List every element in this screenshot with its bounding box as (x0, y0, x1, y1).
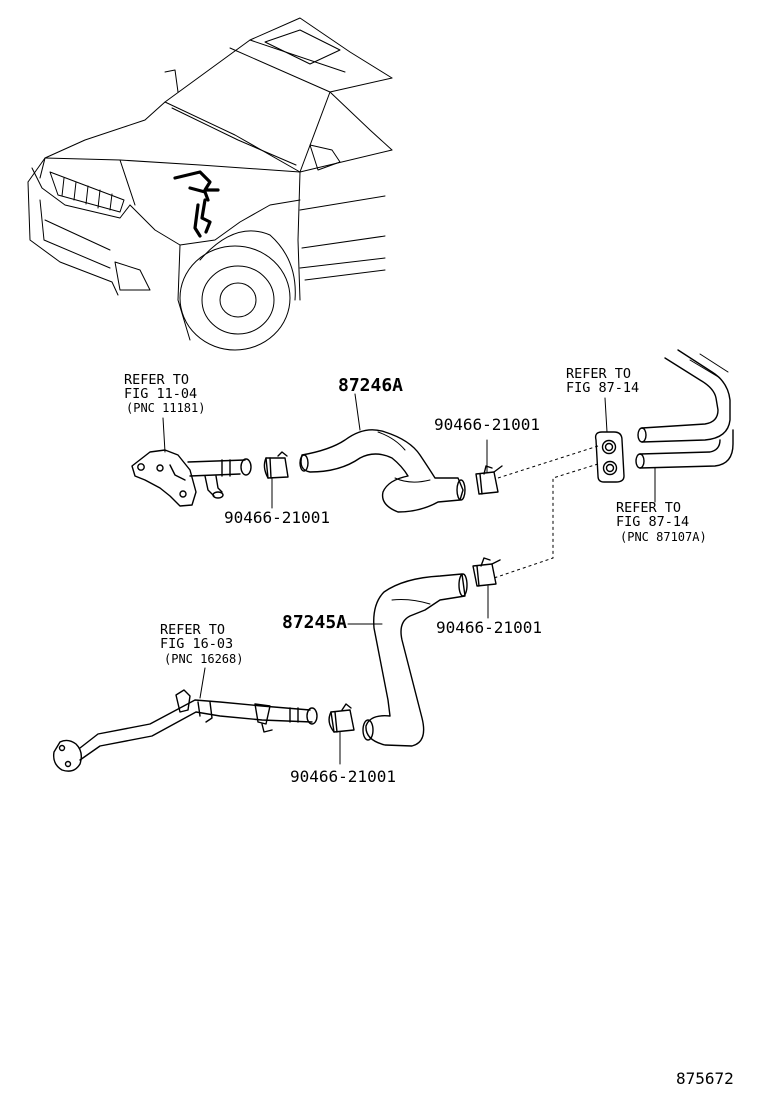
heater-grommet (594, 431, 625, 483)
ref-1603-line3: (PNC 16268) (164, 652, 243, 666)
part-number-clamp-lower-right[interactable]: 90466-21001 (436, 618, 542, 637)
ref-1603-line2: FIG 16-03 (160, 636, 233, 652)
part-number-clamp-upper-left[interactable]: 90466-21001 (224, 508, 330, 527)
ref-1104-line3: (PNC 11181) (126, 401, 205, 415)
part-number-87246a[interactable]: 87246A (338, 375, 403, 396)
ref-1104-line1: REFER TO (124, 372, 189, 388)
part-number-87245a[interactable]: 87245A (282, 612, 347, 633)
ref-1603-line1: REFER TO (160, 622, 225, 638)
heater-hose-87246a (299, 429, 466, 513)
heater-hose-87245a (362, 573, 468, 747)
water-bypass-pipe (52, 689, 318, 772)
heater-core-pipes (635, 349, 734, 469)
hose-clamp-lower-right (472, 557, 501, 587)
water-outlet-bracket (131, 449, 252, 507)
ref-8714-top-line1: REFER TO (566, 366, 631, 382)
ref-8714-bottom-line3: (PNC 87107A) (620, 530, 707, 544)
ref-8714-bottom-line2: FIG 87-14 (616, 514, 689, 530)
leader-87246a (354, 393, 361, 431)
leader-ref-8714-top (604, 397, 608, 433)
part-number-clamp-upper-right[interactable]: 90466-21001 (434, 415, 540, 434)
figure-number: 875672 (676, 1069, 734, 1088)
ref-1104-line2: FIG 11-04 (124, 386, 197, 402)
dashed-line-upper (497, 445, 599, 479)
hose-clamp-lower-left (328, 703, 355, 733)
dashed-line-lower (493, 463, 599, 579)
leader-ref-1104 (162, 417, 166, 453)
hose-clamp-upper-right (475, 465, 503, 495)
part-number-clamp-lower-left[interactable]: 90466-21001 (290, 767, 396, 786)
hose-clamp-upper-left (263, 451, 289, 479)
ref-8714-top-line2: FIG 87-14 (566, 380, 639, 396)
ref-8714-bottom-line1: REFER TO (616, 500, 681, 516)
leader-ref-1603 (199, 667, 206, 699)
vehicle-illustration (27, 17, 393, 351)
